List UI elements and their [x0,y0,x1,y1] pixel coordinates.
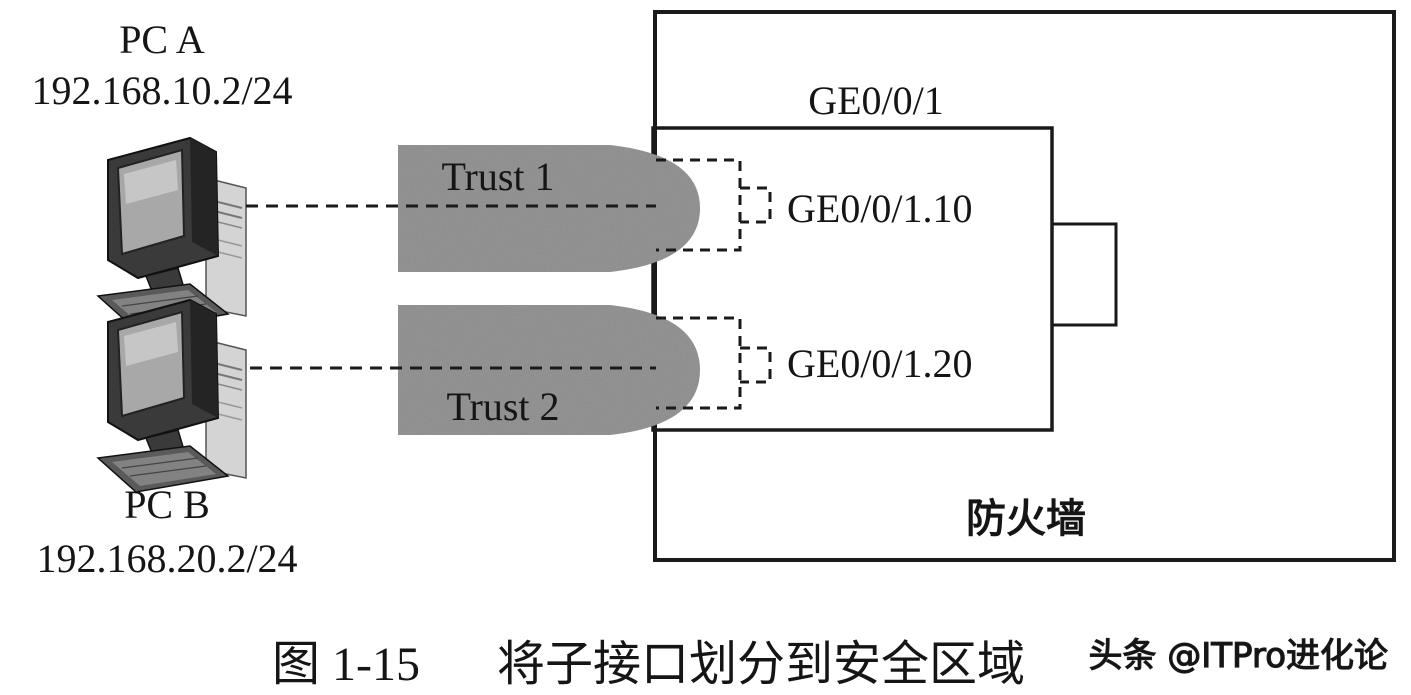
zone-trust1-label: Trust 1 [441,154,554,199]
pc-a-icon [97,137,247,331]
pc-b-ip: 192.168.20.2/24 [36,536,297,581]
zone-trust1 [398,145,700,272]
firewall-box [653,10,1396,562]
zone-trust2-label: Trust 2 [446,384,559,429]
firewall-label: 防火墙 [966,496,1086,542]
watermark: 头条 @ITPro进化论 [1088,636,1388,676]
subinterface-10-label: GE0/0/1.10 [787,186,973,231]
figure-number: 图 1-15 [272,638,420,691]
pc-a-name: PC A [119,17,205,62]
subinterface-20-bracket [656,316,772,410]
figure-title: 将子接口划分到安全区域 [497,638,1025,691]
subinterface-20-label: GE0/0/1.20 [787,341,973,386]
interface-port [1050,222,1118,327]
pc-b-name: PC B [124,482,210,527]
pc-b-icon [97,299,247,493]
zone-trust2 [398,305,700,435]
pc-a-ip: 192.168.10.2/24 [31,68,292,113]
interface-label: GE0/0/1 [808,78,944,123]
subinterface-10-bracket [656,158,772,252]
